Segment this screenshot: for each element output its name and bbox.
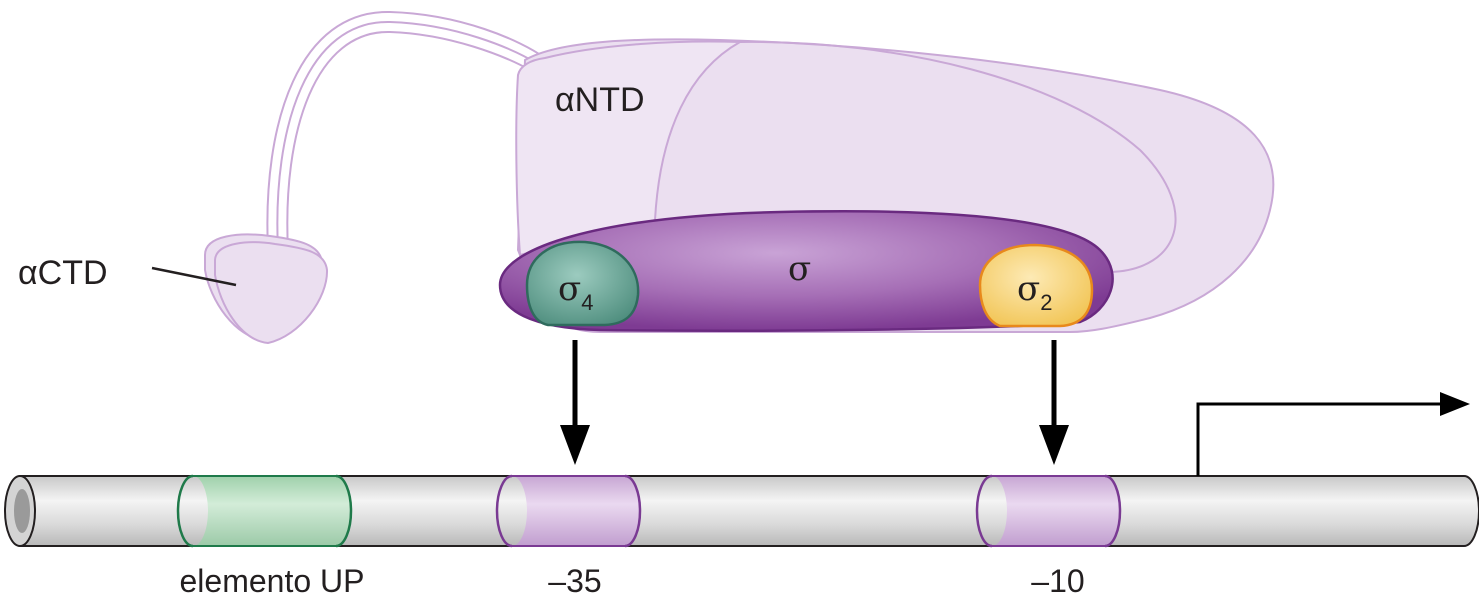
minus10-box: [975, 474, 1122, 548]
arrow-sigma2-to-minus10: [1039, 340, 1069, 465]
minus35-box: [495, 474, 642, 548]
up-element-label: elemento UP: [180, 563, 365, 599]
sigma-label: σ: [788, 249, 811, 289]
up-element-region: [176, 474, 353, 548]
beta-inner-curve: [739, 40, 1177, 273]
svg-text:σ4: σ4: [558, 269, 593, 315]
alpha-ntd-lobe: [515, 40, 744, 257]
transcription-start-arrow: [1196, 392, 1470, 476]
alpha-linker: [266, 10, 546, 251]
arrow-sigma4-to-minus35: [560, 340, 590, 465]
sigma2-domain: σ2: [978, 243, 1094, 328]
minus35-label: –35: [548, 563, 601, 599]
sigma4-subscript: 4: [581, 290, 593, 315]
svg-text:σ2: σ2: [1017, 269, 1052, 315]
dna-duplex: [4, 474, 1479, 548]
sigma4-domain: σ4: [525, 240, 640, 327]
alpha-ctd-label: αCTD: [18, 254, 108, 292]
sigma2-subscript: 2: [1040, 290, 1052, 315]
sigma2-base: σ: [1017, 269, 1040, 309]
sigma4-base: σ: [558, 269, 581, 309]
alpha-ntd-label: αNTD: [555, 81, 645, 119]
alpha-ctd-leader-line: [151, 266, 237, 287]
recognition-arrows: [560, 340, 1069, 465]
sigma-factor: σ σ4 σ2: [498, 210, 1114, 332]
alpha-ctd: αCTD: [18, 233, 329, 345]
minus10-label: –10: [1031, 563, 1084, 599]
